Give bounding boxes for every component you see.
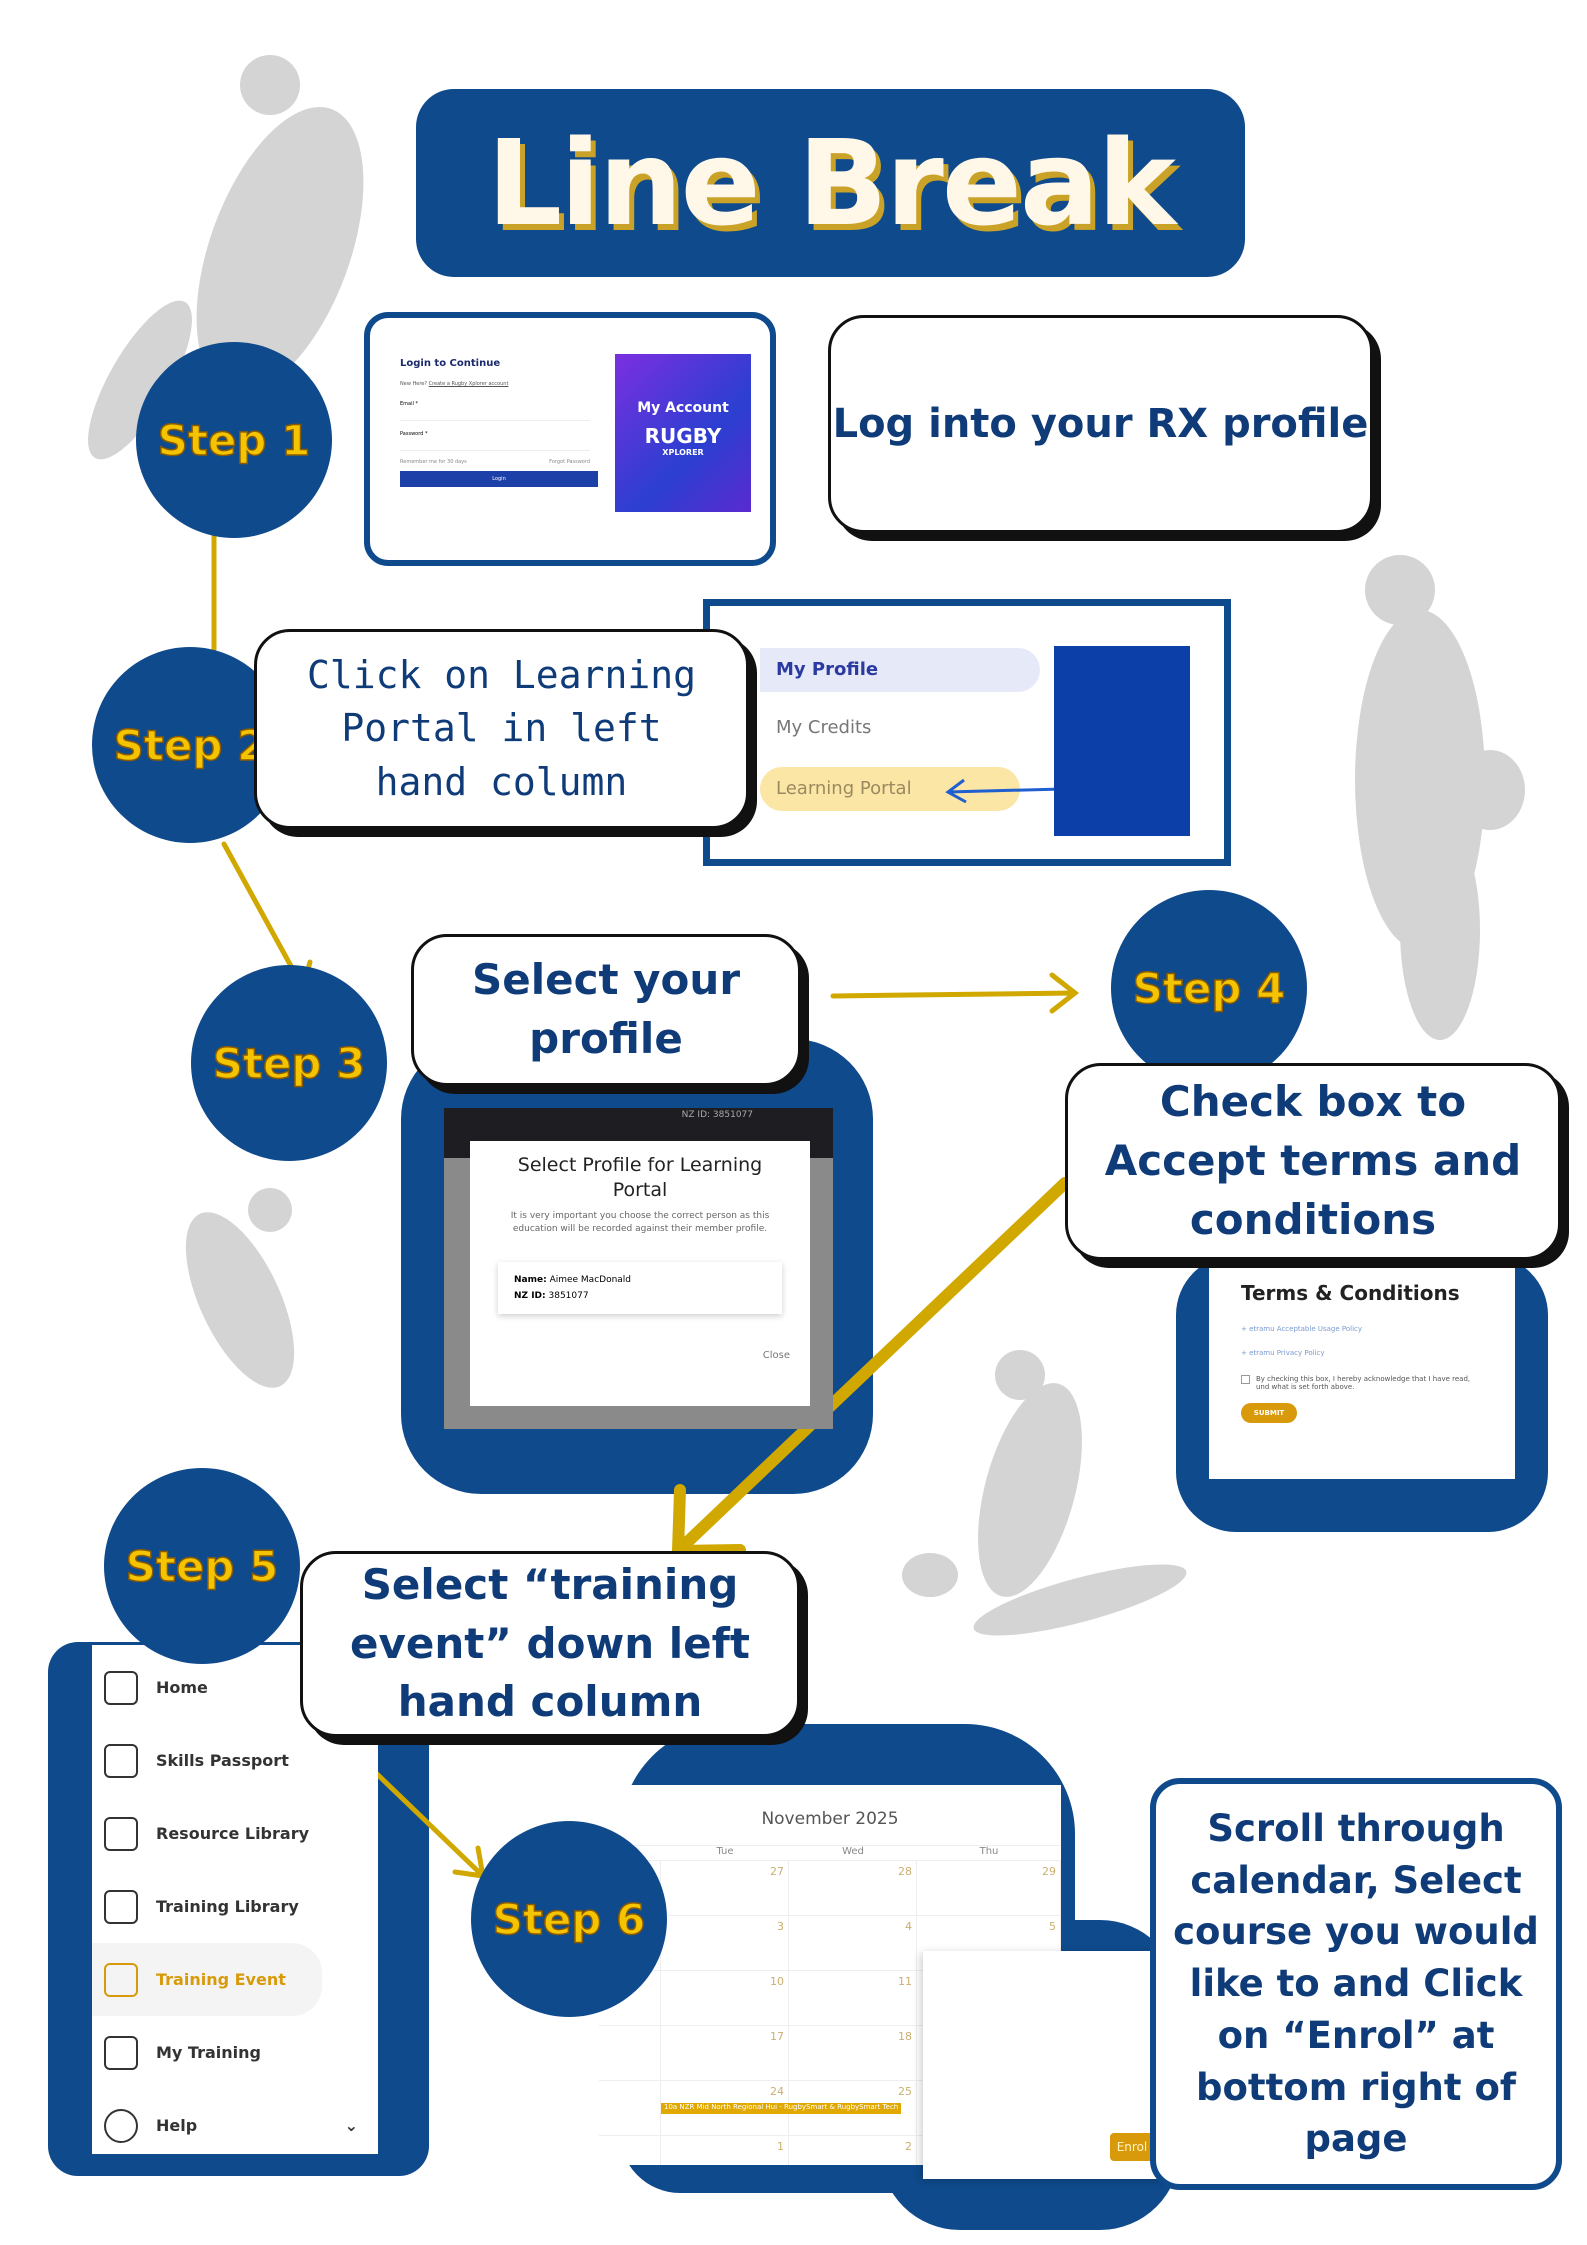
step-6-badge: Step 6 [471, 1821, 667, 2017]
calendar-cell[interactable]: 25 [789, 2081, 917, 2136]
calendar-cell[interactable]: 2 [789, 2136, 917, 2165]
sidebar-item-resource-library[interactable]: Resource Library [92, 1797, 378, 1870]
remember-checkbox[interactable]: Remember me for 30 days [400, 459, 467, 465]
calendar-cell[interactable] [599, 2081, 661, 2136]
profile-menu-screenshot: My Profile My Credits Learning Portal [703, 599, 1231, 866]
arrow-step3-step4 [830, 972, 1080, 1014]
terms-screenshot: Terms & Conditions + etramu Acceptable U… [1209, 1267, 1515, 1479]
login-screenshot: Login to Continue New Here? Create a Rug… [364, 312, 776, 566]
sidebar-item-skills-passport[interactable]: Skills Passport [92, 1724, 378, 1797]
menu-my-profile[interactable]: My Profile [760, 648, 1040, 692]
calendar-cell[interactable]: 1 [661, 2136, 789, 2165]
step-6-instruction: Scroll through calendar, Select course y… [1150, 1778, 1562, 2190]
privacy-policy-link[interactable]: + etramu Privacy Policy [1241, 1349, 1325, 1357]
calendar-cell[interactable]: 4 [789, 1916, 917, 1971]
step-1-instruction: Log into your RX profile [828, 315, 1373, 533]
home-icon [104, 1670, 138, 1705]
close-button[interactable]: Close [762, 1349, 790, 1361]
calendar-cell[interactable]: 11 [789, 1971, 917, 2026]
folder-icon [104, 1816, 138, 1851]
terms-heading: Terms & Conditions [1241, 1281, 1460, 1305]
chevron-down-icon: ⌄ [344, 2116, 358, 2135]
step-2-instruction: Click on Learning Portal in left hand co… [254, 629, 749, 829]
email-label: Email * [400, 401, 418, 407]
create-account-link[interactable]: Create a Rugby Xplorer account [428, 381, 509, 387]
step-5-instruction: Select “training event” down left hand c… [300, 1551, 800, 1737]
calendar-cell[interactable]: 28 [789, 1861, 917, 1916]
step-3-badge: Step 3 [191, 965, 387, 1161]
modal-heading: Select Profile for Learning Portal [517, 1154, 763, 1201]
password-label: Password * [400, 431, 428, 437]
calendar-cell[interactable] [599, 2136, 661, 2165]
profile-card[interactable]: Name: Aimee MacDonald NZ ID: 3851077 [498, 1262, 782, 1314]
help-icon [104, 2108, 138, 2143]
menu-my-credits[interactable]: My Credits [776, 717, 872, 738]
day-header-tue: Tue [716, 1846, 734, 1857]
sidebar-item-training-library[interactable]: Training Library [92, 1870, 378, 1943]
arrow-step4-step5 [672, 1177, 1071, 1557]
step-4-badge: Step 4 [1111, 890, 1307, 1086]
accept-terms-checkbox[interactable] [1241, 1375, 1250, 1384]
profile-photo-panel [1054, 646, 1190, 836]
enrol-panel: Enrol [923, 1951, 1166, 2179]
submit-button[interactable]: SUBMIT [1241, 1403, 1297, 1423]
day-header-thu: Thu [979, 1846, 999, 1857]
calendar-cell[interactable]: 27 [661, 1861, 789, 1916]
select-profile-modal: Select Profile for Learning Portal It is… [470, 1141, 810, 1406]
password-field[interactable] [400, 437, 590, 451]
sidebar-item-my-training[interactable]: My Training [92, 2016, 378, 2089]
profile-nz-id: 3851077 [548, 1290, 589, 1301]
enrol-button[interactable]: Enrol [1110, 2133, 1154, 2161]
login-heading: Login to Continue [400, 358, 501, 369]
login-button[interactable]: Login [400, 471, 598, 487]
usage-policy-link[interactable]: + etramu Acceptable Usage Policy [1241, 1325, 1363, 1333]
new-here-text: New Here? [400, 381, 428, 387]
calendar-event[interactable]: 10a NZR Mid North Regional Hui - RugbySm… [661, 2103, 901, 2114]
select-profile-screenshot: NZ ID: 3851077 Select Profile for Learni… [444, 1108, 833, 1429]
calendar-cell[interactable]: 10 [661, 1971, 789, 2026]
passport-icon [104, 1743, 138, 1778]
day-header-wed: Wed [842, 1846, 864, 1857]
sidebar-item-training-event[interactable]: Training Event [92, 1943, 322, 2016]
modal-note: It is very important you choose the corr… [510, 1211, 770, 1234]
calendar-cell[interactable]: 17 [661, 2026, 789, 2081]
rugby-xplorer-promo: My Account RUGBY XPLORER [615, 354, 751, 512]
calendar-icon [104, 1962, 138, 1997]
calendar-cell[interactable] [599, 2026, 661, 2081]
sidebar-item-home[interactable]: Home [92, 1651, 378, 1724]
step-3-instruction: Select your profile [411, 934, 801, 1086]
calendar-cell[interactable]: 18 [789, 2026, 917, 2081]
calendar-cell[interactable] [599, 1971, 661, 2026]
bookmark-icon [104, 2035, 138, 2070]
step-4-instruction: Check box to Accept terms and conditions [1065, 1063, 1561, 1260]
checkbox-text: By checking this box, I hereby acknowled… [1256, 1375, 1471, 1391]
calendar-cell[interactable]: 29 [917, 1861, 1061, 1916]
profile-name: Aimee MacDonald [549, 1274, 632, 1285]
step-1-badge: Step 1 [136, 342, 332, 538]
library-icon [104, 1889, 138, 1924]
email-field[interactable] [400, 407, 590, 421]
sidebar-item-help[interactable]: Help⌄ [92, 2089, 378, 2154]
step-5-badge: Step 5 [104, 1468, 300, 1664]
calendar-cell[interactable]: 3 [661, 1916, 789, 1971]
page-title: Line Break [416, 89, 1245, 277]
calendar-month: November 2025 [761, 1809, 899, 1829]
forgot-password-link[interactable]: Forgot Password [549, 459, 590, 465]
menu-learning-portal[interactable]: Learning Portal [760, 767, 1020, 811]
